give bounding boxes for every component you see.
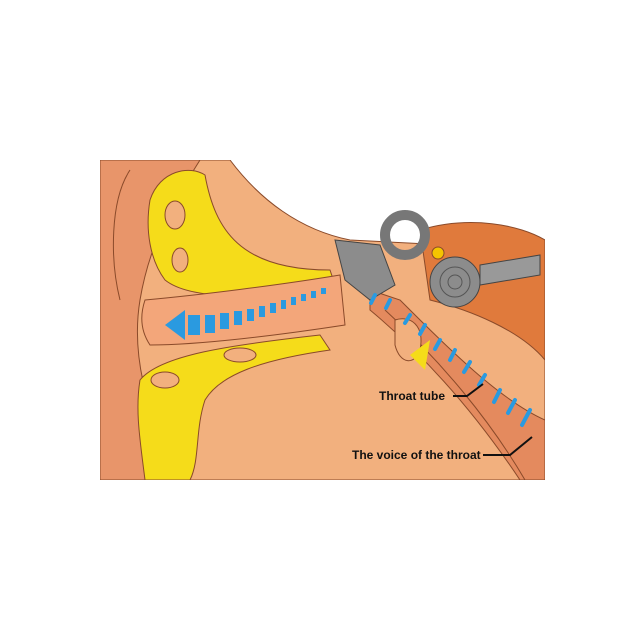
inner-ear-bones [334,210,541,308]
throat-tube-leader [453,383,484,397]
cartilage-lobe [150,371,180,389]
sound-arrow [165,288,326,340]
pinna-fold [112,169,131,301]
cartilage-lobe [171,247,189,273]
label-voice-of-throat: The voice of the throat [352,448,481,462]
yellow-tip [410,340,430,370]
throat-sound-waves [369,293,532,427]
nerve-dot [431,246,445,260]
cartilage-lobe [223,347,257,363]
label-throat-tube: Throat tube [379,389,445,403]
voice-leader [483,436,533,456]
cartilage-lobe [164,200,186,230]
lower-cartilage [137,334,331,480]
